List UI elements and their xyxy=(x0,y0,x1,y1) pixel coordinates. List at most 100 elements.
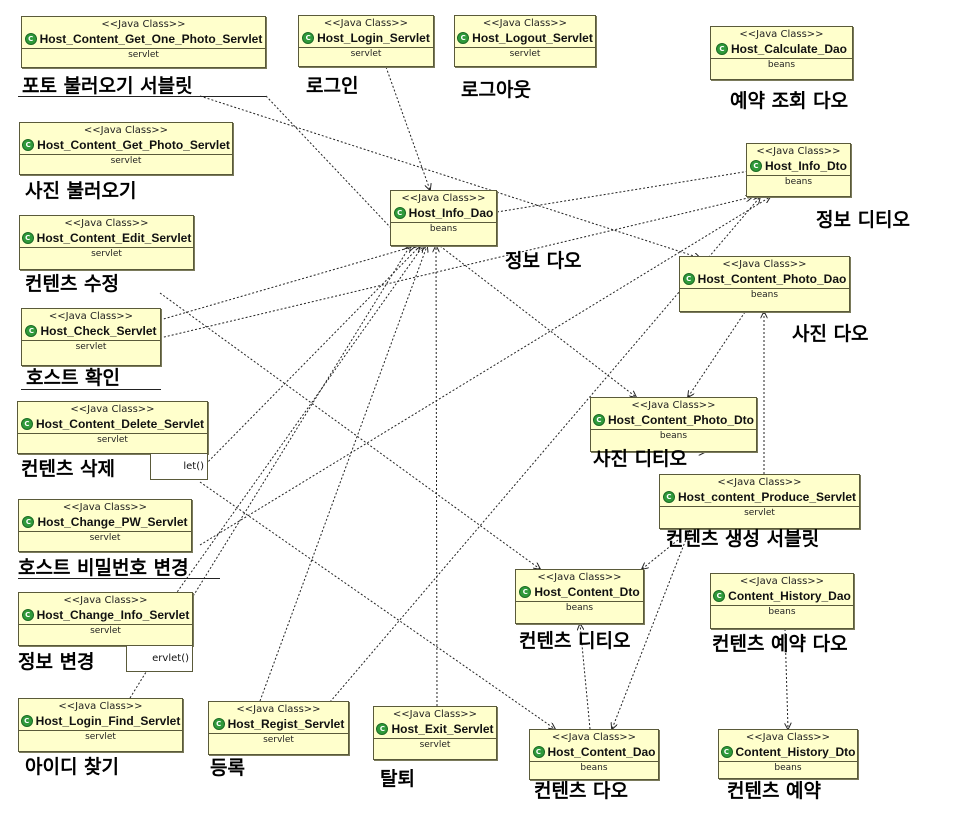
package-name: servlet xyxy=(744,508,775,518)
package-name: beans xyxy=(774,763,802,773)
package-name: servlet xyxy=(90,626,121,636)
class-c-icon: C xyxy=(532,746,545,758)
stereotype: <<Java Class>> xyxy=(48,311,134,322)
package-name: beans xyxy=(750,290,779,300)
stereotype: <<Java Class>> xyxy=(717,477,802,488)
stereotype: <<Java Class>> xyxy=(739,29,824,40)
dependency-arrow xyxy=(688,311,746,397)
class-c-icon: C xyxy=(713,590,726,602)
class-c-icon: C xyxy=(22,516,35,528)
class-c-icon: C xyxy=(457,32,470,44)
stereotype: <<Java Class>> xyxy=(631,400,716,411)
stereotype: <<Java Class>> xyxy=(62,502,148,513)
stereotype: <<Java Class>> xyxy=(70,404,155,415)
korean-label: 포토 불러오기 서블릿 xyxy=(22,75,193,97)
korean-label: 아이디 찾기 xyxy=(25,756,120,778)
package-name: servlet xyxy=(85,732,116,742)
package-name: servlet xyxy=(419,740,451,750)
stereotype: <<Java Class>> xyxy=(83,125,169,136)
stereotype: <<Java Class>> xyxy=(739,576,825,587)
class-name: Host_Content_Edit_Servlet xyxy=(36,231,192,245)
package-name: servlet xyxy=(110,156,142,166)
stereotype: <<Java Class>> xyxy=(323,18,409,29)
class-name: Host_Content_Photo_Dao xyxy=(697,272,847,286)
package-name: servlet xyxy=(263,735,294,745)
package-name: beans xyxy=(429,224,458,234)
class-name: Content_History_Dao xyxy=(728,589,851,603)
class-name: Host_Calculate_Dao xyxy=(730,42,848,56)
class-c-icon: C xyxy=(750,160,762,172)
class-c-icon: C xyxy=(22,139,35,151)
korean-label: 사진 디티오 xyxy=(593,448,688,470)
class-c-icon: C xyxy=(24,33,37,45)
korean-label: 컨텐츠 예약 xyxy=(727,780,822,802)
korean-label: 정보 변경 xyxy=(18,651,95,673)
package-name: beans xyxy=(784,177,813,187)
class-c-icon: C xyxy=(25,325,38,337)
stereotype: <<Java Class>> xyxy=(482,18,568,29)
class-c-icon: C xyxy=(393,207,406,219)
class-c-icon: C xyxy=(20,418,33,430)
class-c-icon: C xyxy=(21,232,34,244)
class-c-icon: C xyxy=(21,609,34,621)
korean-label: 컨텐츠 디티오 xyxy=(519,630,631,652)
class-name: Host_Exit_Servlet xyxy=(391,722,494,736)
class-name: Host_Info_Dao xyxy=(408,206,494,220)
korean-label: 컨텐츠 다오 xyxy=(534,780,629,802)
class-name: Host_content_Produce_Servlet xyxy=(677,490,857,504)
stereotype: <<Java Class>> xyxy=(64,218,149,229)
korean-label: 탈퇴 xyxy=(380,768,415,790)
stereotype: <<Java Class>> xyxy=(63,595,148,606)
korean-label: 로그인 xyxy=(306,75,359,97)
stereotype: <<Java Class>> xyxy=(401,193,486,204)
korean-label: 컨텐츠 삭제 xyxy=(21,458,116,480)
dependency-arrow xyxy=(385,66,430,190)
class-name: Host_Content_Delete_Servlet xyxy=(35,417,205,431)
korean-label: 사진 다오 xyxy=(792,323,869,345)
package-name: servlet xyxy=(75,342,107,352)
class-name: Host_Login_Find_Servlet xyxy=(35,714,181,728)
class-name: Host_Login_Servlet xyxy=(317,31,430,45)
class-name: Host_Content_Photo_Dto xyxy=(608,413,754,427)
dependency-arrow xyxy=(174,246,423,596)
class-name: Host_Content_Dao xyxy=(547,745,656,759)
korean-label: 컨텐츠 생성 서블릿 xyxy=(666,528,820,550)
package-name: servlet xyxy=(350,49,382,59)
package-name: beans xyxy=(767,60,796,70)
stereotype: <<Java Class>> xyxy=(58,701,143,712)
class-name: Host_Content_Get_Photo_Servlet xyxy=(37,138,230,152)
class-name: Host_Info_Dto xyxy=(765,159,847,173)
stereotype: <<Java Class>> xyxy=(551,732,637,743)
package-name: beans xyxy=(768,607,796,617)
stereotype: <<Java Class>> xyxy=(392,709,478,720)
dependency-arrow xyxy=(159,246,415,321)
class-name: Host_Check_Servlet xyxy=(40,324,157,338)
class-c-icon: C xyxy=(20,715,33,727)
class-c-icon: C xyxy=(715,43,728,55)
class-c-icon: C xyxy=(682,273,695,285)
dependency-arrow xyxy=(265,95,408,246)
